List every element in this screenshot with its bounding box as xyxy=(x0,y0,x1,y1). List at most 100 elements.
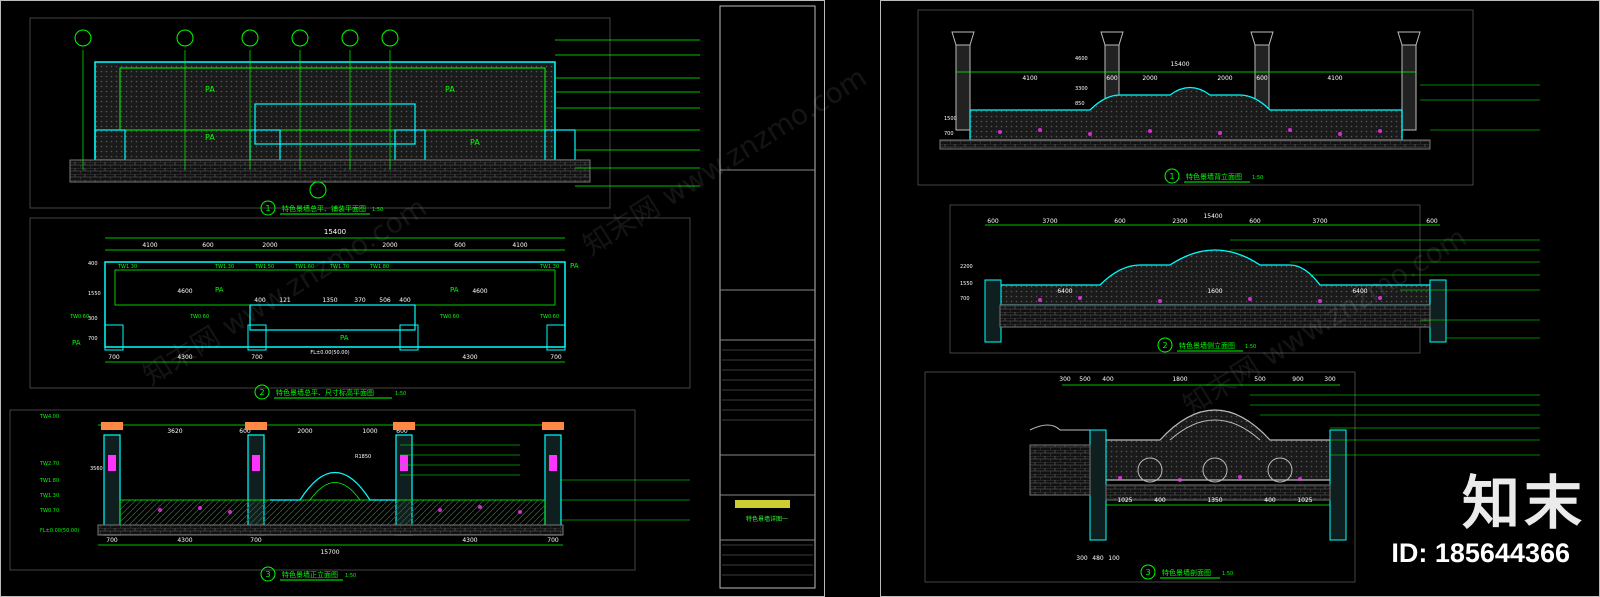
view2-elevation: TW1.30 xyxy=(117,264,137,270)
view3-level: TW1.30 xyxy=(39,493,59,499)
rv2-top-seg: 3700 xyxy=(1042,218,1057,225)
view2-mid-seg: 400 xyxy=(399,297,411,304)
rv2-top-seg: 600 xyxy=(987,218,999,225)
rv2-height: 2200 xyxy=(960,264,973,270)
rv2-number: 2 xyxy=(1162,341,1167,350)
view1-scale: 1:50 xyxy=(372,207,383,213)
left-view1-plan: PA PA PA PA 1 特色景墙总平、铺装平面图 1:50 xyxy=(29,17,700,216)
view3-scale: 1:50 xyxy=(345,573,356,579)
view3-level: TW0.70 xyxy=(39,508,59,514)
rv2-title-text: 特色景墙侧立面图 xyxy=(1179,341,1235,350)
plan-region-label: PA xyxy=(205,133,215,142)
rv3-top-seg: 300 xyxy=(1059,376,1071,383)
rv3-top-seg: 500 xyxy=(1254,376,1266,383)
title-block: 特色景墙详图一 xyxy=(719,5,816,589)
rv3-top-seg: 400 xyxy=(1102,376,1114,383)
view2-seg: 600 xyxy=(202,242,214,249)
rv2-height: 1550 xyxy=(960,281,973,287)
view3-height: 3560 xyxy=(90,466,103,472)
plan-region-label: PA xyxy=(470,138,480,147)
rv1-total-width: 15400 xyxy=(1170,61,1189,68)
view2-bottom-seg: 700 xyxy=(251,354,263,361)
view2-seg: 600 xyxy=(454,242,466,249)
view2-mid-seg: 370 xyxy=(354,297,366,304)
title-block-highlight xyxy=(735,500,790,508)
view2-mid-seg: 506 xyxy=(379,297,391,304)
view2-pa-label: PA xyxy=(215,286,224,294)
view3-bottom-seg: 4300 xyxy=(462,537,477,544)
view2-number: 2 xyxy=(259,388,264,397)
view3-title: 3 特色景墙正立面图 1:50 xyxy=(260,566,356,582)
view2-left-dim: 400 xyxy=(88,261,98,267)
rv3-bottom-seg: 400 xyxy=(1264,497,1276,504)
view2-elevation: TW1.70 xyxy=(329,264,349,270)
rv2-total-width: 15400 xyxy=(1203,213,1222,220)
rv2-bottom-seg: 1600 xyxy=(1207,288,1222,295)
view3-level: TW4.00 xyxy=(39,414,59,420)
rv2-top-seg: 2300 xyxy=(1172,218,1187,225)
view3-bottom-seg: 700 xyxy=(250,537,262,544)
view2-total-width: 15400 xyxy=(324,228,346,236)
view2-pa-label: PA xyxy=(72,339,81,347)
rv1-scale: 1:50 xyxy=(1252,175,1263,181)
brand-logo: 知末 xyxy=(1461,469,1586,537)
view2-mid-seg: 4600 xyxy=(177,288,192,295)
view3-number: 3 xyxy=(265,570,270,579)
rv2-top-seg: 600 xyxy=(1426,218,1438,225)
view2-elevation: TW0.60 xyxy=(69,314,89,320)
right-view3-section: 300 500 400 1800 500 900 300 1025 400 13… xyxy=(924,371,1540,583)
rv1-height: 850 xyxy=(1075,101,1085,107)
rv3-bottom-seg: 1025 xyxy=(1117,497,1132,504)
title-block-drawing-name: 特色景墙详图一 xyxy=(746,515,788,523)
view2-left-dim: 1550 xyxy=(88,291,101,297)
view2-elevation: TW1.30 xyxy=(214,264,234,270)
rv3-number: 3 xyxy=(1145,568,1150,577)
view2-left-dim: 300 xyxy=(88,316,98,322)
rv1-title-text: 特色景墙背立面图 xyxy=(1186,172,1242,181)
view2-title: 2 特色景墙总平、尺寸标高平面图 1:50 xyxy=(254,384,406,400)
view2-pa-label: PA xyxy=(450,286,459,294)
view2-seg: 4100 xyxy=(142,242,157,249)
rv3-base-seg: 480 xyxy=(1092,555,1104,562)
rv1-height: 4600 xyxy=(1075,56,1088,62)
view2-elevation: TW1.80 xyxy=(369,264,389,270)
view2-seg: 2000 xyxy=(382,242,397,249)
rv2-bottom-seg: 6400 xyxy=(1057,288,1072,295)
sheet-gap xyxy=(825,0,880,597)
rv1-title: 1 特色景墙背立面图 1:50 xyxy=(1164,168,1263,184)
view2-bottom-seg: 4300 xyxy=(177,354,192,361)
view2-floor-level: FL±0.00(50.00) xyxy=(310,350,349,356)
view2-elevation: TW1.60 xyxy=(294,264,314,270)
rv1-height: 700 xyxy=(944,131,954,137)
rv2-height: 700 xyxy=(960,296,970,302)
view2-seg: 2000 xyxy=(262,242,277,249)
view2-mid-seg: 400 xyxy=(254,297,266,304)
rv3-bottom-seg: 1350 xyxy=(1207,497,1222,504)
view3-level: TW2.70 xyxy=(39,461,59,467)
view2-scale: 1:50 xyxy=(395,391,406,397)
rv3-title-text: 特色景墙剖面图 xyxy=(1162,568,1211,577)
rv3-top-seg: 900 xyxy=(1292,376,1304,383)
left-view2-dimension-plan: 15400 4100 600 2000 2000 600 4100 TW1.30… xyxy=(29,217,691,400)
rv2-top-seg: 600 xyxy=(1114,218,1126,225)
view1-number: 1 xyxy=(265,204,270,213)
section-callout-markers xyxy=(74,29,399,199)
view2-title-text: 特色景墙总平、尺寸标高平面图 xyxy=(276,388,374,397)
rv3-base-seg: 300 xyxy=(1076,555,1088,562)
view3-level: TW1.80 xyxy=(39,478,59,484)
rv3-base-seg: 100 xyxy=(1108,555,1120,562)
rv1-seg: 2000 xyxy=(1142,75,1157,82)
view3-bottom-seg: 4300 xyxy=(177,537,192,544)
view3-top-seg: 2000 xyxy=(297,428,312,435)
view2-left-dim: 700 xyxy=(88,336,98,342)
view2-elevation: TW0.60 xyxy=(189,314,209,320)
rv2-top-seg: 600 xyxy=(1249,218,1261,225)
view3-radius: R1850 xyxy=(355,454,371,460)
view3-top-seg: 600 xyxy=(239,428,251,435)
right-view1-back-elevation: 15400 4100 600 2000 2000 600 4100 4600 3… xyxy=(917,9,1540,186)
view2-seg: 4100 xyxy=(512,242,527,249)
view3-level: FL±0.00(50.00) xyxy=(40,528,79,534)
rv3-bottom-seg: 400 xyxy=(1154,497,1166,504)
rv1-height: 1500 xyxy=(944,116,957,122)
view3-bottom-seg: 700 xyxy=(547,537,559,544)
